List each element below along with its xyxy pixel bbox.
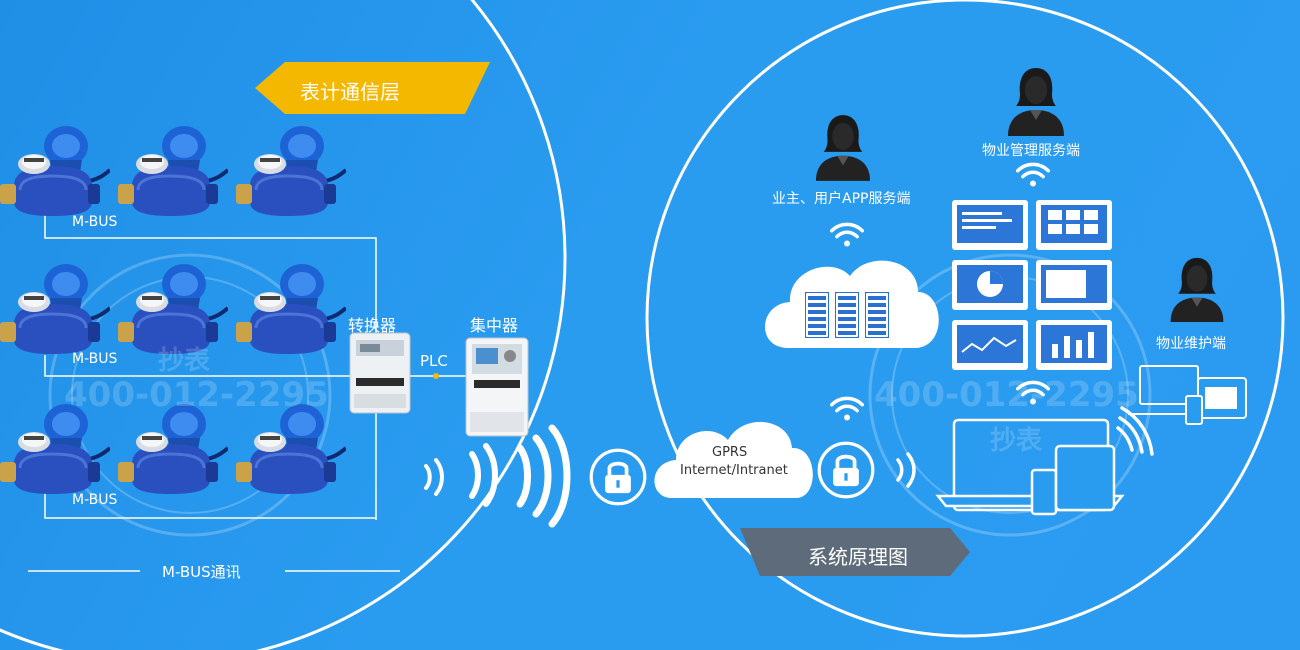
meter-layer-circle [0,0,567,650]
water-meter-grid [0,124,346,496]
wifi-icon [1016,162,1050,188]
system-diagram-title: 系统原理图 [808,545,908,569]
signal-waves-left [424,424,571,528]
lock-icon [817,441,875,499]
property-management-label: 物业管理服务端 [982,143,1080,159]
meter-layer-title: 表计通信层 [300,80,400,104]
water-meter [236,262,346,356]
gprs-cloud [654,421,813,498]
concentrator-device [465,337,529,437]
maintenance-devices [1128,365,1247,425]
system-layer-circle [645,0,1285,638]
owner-app-label: 业主、用户APP服务端 [772,191,911,207]
lock-icon [589,448,647,506]
water-meter [118,402,228,496]
watermark-phone: 400-012-2295 [874,375,1139,415]
maintenance-user-avatar [1170,257,1224,322]
dashboard-screens [952,200,1112,370]
system-diagram-banner [740,528,970,576]
mbus-communication-label: M-BUS通讯 [162,563,241,581]
wifi-icon [830,222,864,248]
server-icon [865,292,889,338]
water-meter [0,402,110,496]
property-maintenance-label: 物业维护端 [1156,336,1226,352]
server-icon [835,292,859,338]
client-devices [935,418,1125,516]
watermark-chars: 抄表 [158,346,211,376]
converter-device [349,332,411,414]
server-cloud [764,260,939,348]
mbus-label: M-BUS [72,351,118,367]
wifi-icon [1116,406,1154,456]
watermark-phone: 400-012-2295 [64,375,329,415]
meter-layer-banner [255,62,490,114]
water-meter [236,124,346,218]
signal-waves-right [896,452,916,488]
gprs-label: GPRS [712,445,748,460]
mbus-wiring [28,210,466,572]
wifi-icon [830,396,864,422]
converter-label: 转换器 [348,316,397,335]
plc-dot [433,373,439,379]
watermark-chars: 抄表 [990,426,1043,456]
water-meter [0,124,110,218]
water-meter [0,262,110,356]
concentrator-label: 集中器 [470,316,519,335]
plc-label: PLC [420,352,448,370]
server-icon [805,292,829,338]
manager-user-avatar [1008,68,1064,136]
owner-user-avatar [815,115,871,181]
internet-intranet-label: Internet/Intranet [680,463,788,478]
water-meter [118,124,228,218]
mbus-label: M-BUS [72,214,118,230]
mbus-label: M-BUS [72,492,118,508]
